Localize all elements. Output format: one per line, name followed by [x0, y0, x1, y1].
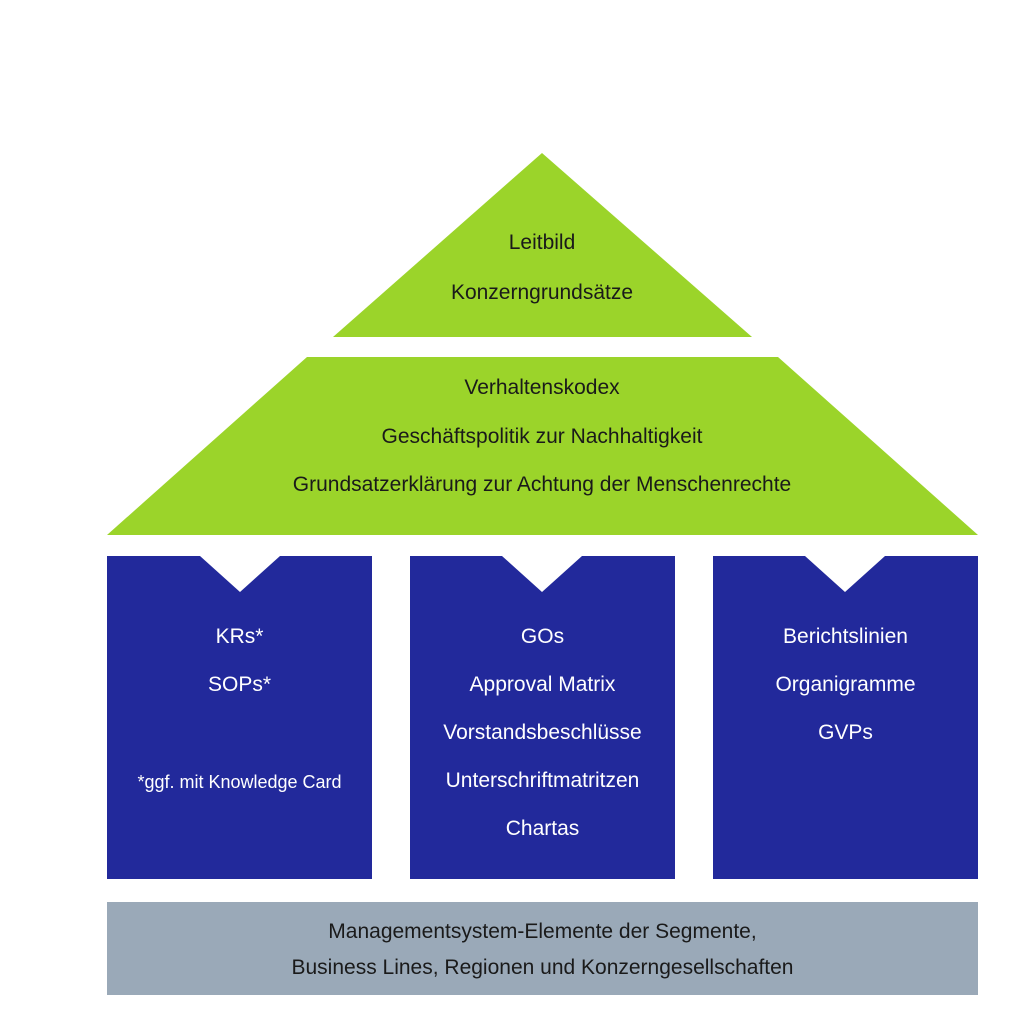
pillar-middle-line-gos: GOs — [520, 625, 565, 648]
pillar-middle-line-approval-matrix: Approval Matrix — [469, 673, 616, 696]
pillar-left — [107, 556, 372, 879]
pillar-middle — [410, 556, 675, 879]
roof-middle-line-geschaeftspolitik: Geschäftspolitik zur Nachhaltigkeit — [381, 425, 703, 448]
roof-middle-line-verhaltenskodex: Verhaltenskodex — [464, 376, 620, 399]
roof-top-line-leitbild: Leitbild — [508, 231, 576, 254]
roof-top-line-konzerngrundsaetze: Konzerngrundsätze — [450, 281, 634, 304]
foundation-bar — [107, 902, 978, 995]
pillar-middle-line-vorstandsbeschluesse: Vorstandsbeschlüsse — [443, 721, 642, 744]
roof-middle-trapezoid — [107, 357, 978, 535]
pillar-left-footnote: *ggf. mit Knowledge Card — [137, 772, 342, 792]
pillar-right-line-gvps: GVPs — [818, 721, 873, 744]
pillar-left-line-sops: SOPs* — [207, 673, 272, 696]
pillar-right — [713, 556, 978, 879]
pillar-left-line-krs: KRs* — [215, 625, 264, 648]
pillar-right-line-berichtslinien: Berichtslinien — [783, 625, 908, 648]
foundation-line-2: Business Lines, Regionen und Konzerngese… — [291, 956, 794, 979]
pillar-middle-line-chartas: Chartas — [505, 817, 580, 840]
pillar-right-line-organigramme: Organigramme — [775, 673, 916, 696]
foundation-line-1: Managementsystem-Elemente der Segmente, — [328, 920, 757, 943]
pillar-middle-line-unterschriftmatritzen: Unterschriftmatritzen — [445, 769, 640, 792]
roof-top-triangle — [333, 153, 752, 337]
roof-middle-line-menschenrechte: Grundsatzerklärung zur Achtung der Mensc… — [292, 473, 792, 496]
